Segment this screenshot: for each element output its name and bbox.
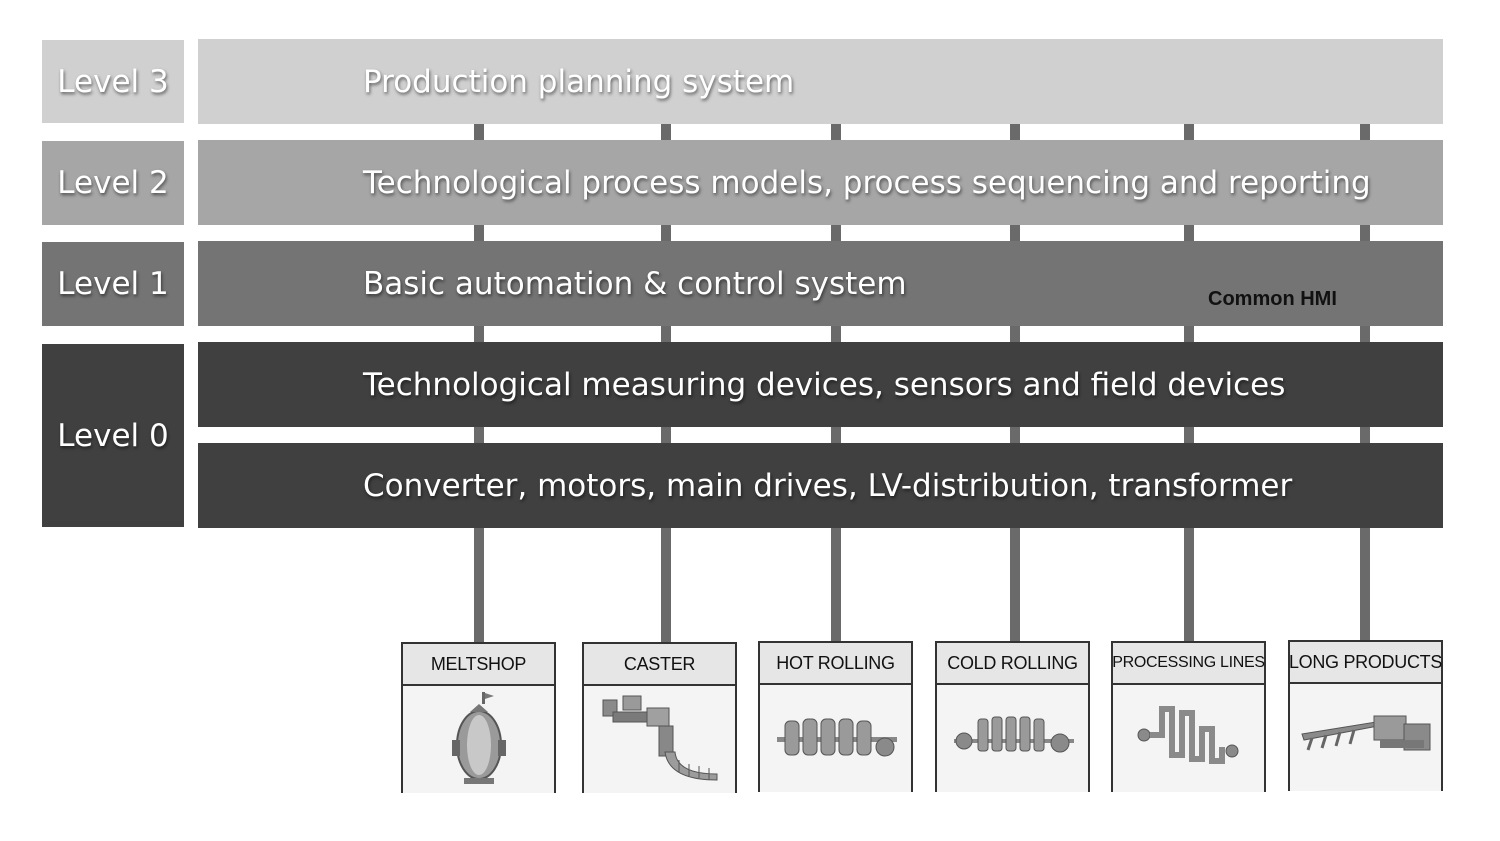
plant-hot-rolling: HOT ROLLING	[758, 641, 913, 792]
level-1-label: Level 1	[42, 242, 184, 326]
cold-rolling-mill-icon	[937, 685, 1088, 792]
band-production-planning-text: Production planning system	[363, 63, 795, 100]
plant-caster: CASTER	[582, 642, 737, 793]
plant-title-long-products: LONG PRODUCTS	[1289, 642, 1442, 684]
plant-meltshop: MELTSHOP	[401, 642, 556, 793]
band-process-models: Technological process models, process se…	[198, 140, 1443, 225]
plant-title-cold-rolling: COLD ROLLING	[937, 643, 1088, 685]
band-drives: Converter, motors, main drives, LV-distr…	[198, 443, 1443, 528]
band-field-devices-text: Technological measuring devices, sensors…	[363, 366, 1286, 403]
plant-title-caster: CASTER	[584, 644, 735, 686]
hot-rolling-mill-icon	[760, 685, 911, 792]
band-process-models-text: Technological process models, process se…	[363, 164, 1371, 201]
band-production-planning: Production planning system	[198, 39, 1443, 124]
level-3-label: Level 3	[42, 40, 184, 123]
level-2-label: Level 2	[42, 141, 184, 225]
continuous-caster-icon	[584, 686, 735, 793]
processing-line-icon	[1113, 685, 1264, 792]
plant-title-hot-rolling: HOT ROLLING	[760, 643, 911, 685]
level-0-label: Level 0	[42, 344, 184, 527]
plant-title-meltshop: MELTSHOP	[403, 644, 554, 686]
plant-title-processing-lines: PROCESSING LINES	[1112, 643, 1265, 685]
band-basic-automation-text: Basic automation & control system	[363, 265, 907, 302]
band-field-devices: Technological measuring devices, sensors…	[198, 342, 1443, 427]
band-drives-text: Converter, motors, main drives, LV-distr…	[363, 467, 1293, 504]
plant-cold-rolling: COLD ROLLING	[935, 641, 1090, 792]
band-basic-automation: Basic automation & control system	[198, 241, 1443, 326]
converter-vessel-icon	[403, 686, 554, 793]
plant-processing-lines: PROCESSING LINES	[1111, 641, 1266, 792]
plant-long-products: LONG PRODUCTS	[1288, 640, 1443, 791]
common-hmi-label: Common HMI	[1208, 288, 1337, 310]
long-products-mill-icon	[1290, 684, 1441, 791]
